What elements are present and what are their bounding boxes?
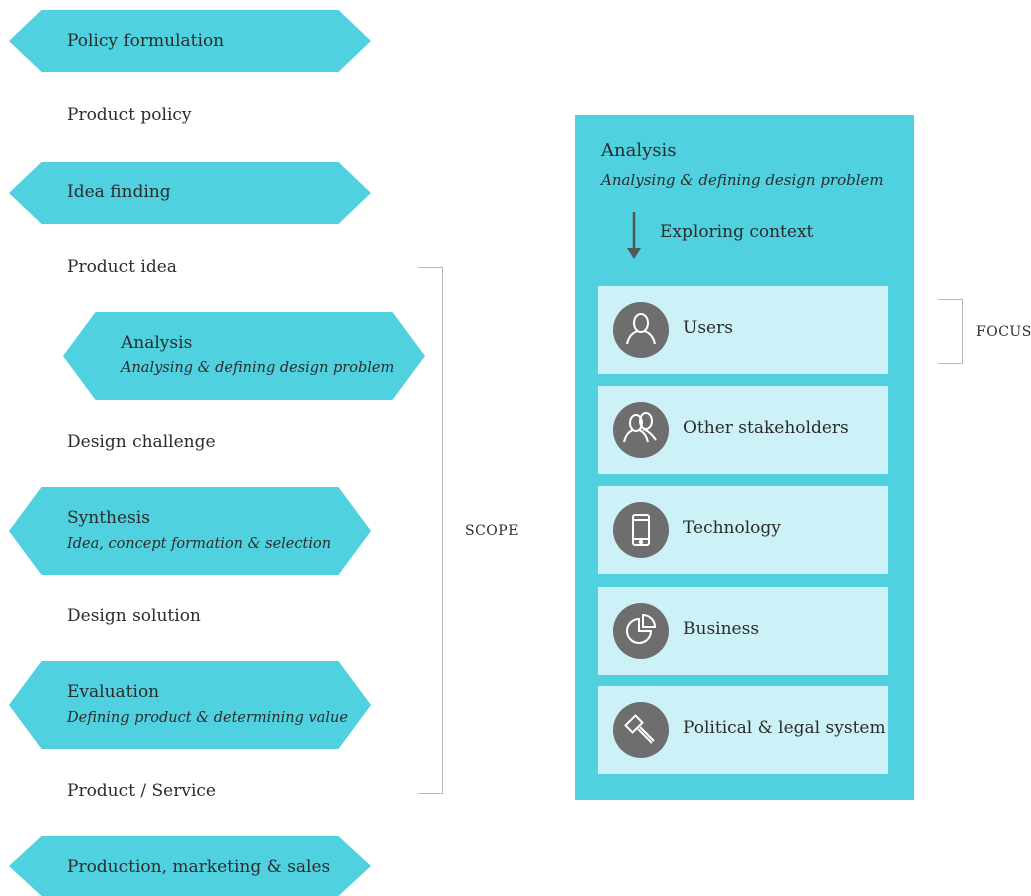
- product-idea-label: Product idea: [67, 257, 177, 277]
- card-technology: Technology: [598, 486, 888, 574]
- step-title: Policy formulation: [67, 31, 225, 51]
- analysis-step: Analysis Analysing & defining design pro…: [63, 312, 425, 400]
- step-title: Evaluation: [67, 682, 160, 702]
- policy-formulation-step: Policy formulation: [9, 10, 371, 72]
- stakeholders-icon: [613, 402, 669, 458]
- card-label: Users: [683, 318, 733, 338]
- design-challenge-label: Design challenge: [67, 432, 216, 452]
- card-label: Other stakeholders: [683, 418, 849, 438]
- production-step: Production, marketing & sales: [9, 836, 371, 896]
- pie-chart-icon: [613, 603, 669, 659]
- focus-label: FOCUS: [976, 324, 1031, 340]
- exploring-context-label: Exploring context: [660, 222, 814, 242]
- step-subtitle: Defining product & determining value: [67, 710, 348, 726]
- step-title: Production, marketing & sales: [67, 857, 331, 877]
- card-users: Users: [598, 286, 888, 374]
- down-arrow-icon: [627, 212, 641, 259]
- card-business: Business: [598, 587, 888, 675]
- step-title: Synthesis: [67, 508, 150, 528]
- step-subtitle: Analysing & defining design problem: [121, 360, 395, 376]
- card-label: Technology: [683, 518, 781, 538]
- panel-subtitle: Analysing & defining design problem: [601, 171, 884, 189]
- evaluation-step: Evaluation Defining product & determinin…: [9, 661, 371, 749]
- smartphone-icon: [613, 502, 669, 558]
- card-label: Business: [683, 619, 760, 639]
- card-political-legal: Political & legal system: [598, 686, 888, 774]
- step-title: Analysis: [121, 333, 193, 353]
- product-service-label: Product / Service: [67, 781, 216, 801]
- step-title: Idea finding: [67, 182, 171, 202]
- idea-finding-step: Idea finding: [9, 162, 371, 224]
- scope-bracket: [418, 267, 443, 794]
- focus-bracket: [938, 299, 963, 364]
- step-subtitle: Idea, concept formation & selection: [67, 536, 332, 552]
- design-solution-label: Design solution: [67, 606, 201, 626]
- product-policy-label: Product policy: [67, 105, 192, 125]
- synthesis-step: Synthesis Idea, concept formation & sele…: [9, 487, 371, 575]
- user-icon: [613, 302, 669, 358]
- panel-title: Analysis: [601, 140, 677, 161]
- analysis-panel: Analysis Analysing & defining design pro…: [575, 115, 914, 800]
- card-label: Political & legal system: [683, 718, 886, 738]
- scope-label: SCOPE: [465, 523, 519, 539]
- card-other-stakeholders: Other stakeholders: [598, 386, 888, 474]
- gavel-icon: [613, 702, 669, 758]
